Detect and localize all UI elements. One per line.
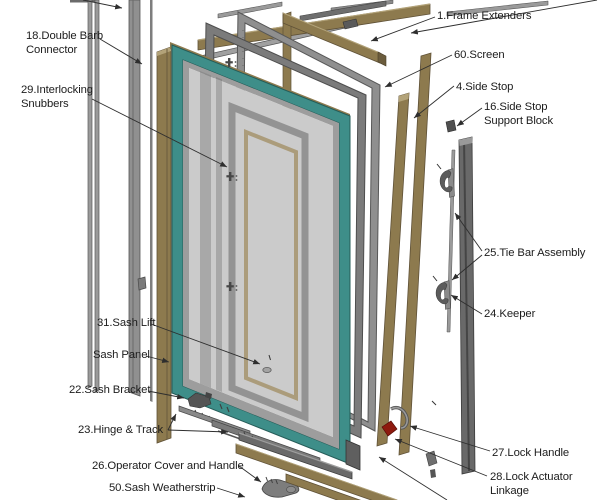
cropped-label-remnant: [70, 0, 96, 3]
leader-screen: [384, 54, 453, 88]
keeper-top: [439, 168, 455, 198]
double-barb-connector-block: [342, 18, 359, 30]
part-label-side-stop-support-block: 16.Side Stop Support Block: [484, 101, 554, 127]
sash-lift-part: [262, 366, 272, 373]
sash-weatherstrip-rail: [285, 473, 362, 500]
frame-extender-side-bar: [398, 52, 432, 456]
part-label-lock-handle: 27.Lock Handle: [492, 447, 570, 459]
leader-side-stop: [413, 85, 455, 119]
leader-cropped-top: [82, 0, 123, 10]
leader-lock-handle: [409, 425, 491, 452]
leader-sash-lift: [150, 323, 261, 365]
leader-keeper: [450, 294, 483, 315]
bottom-hardware: [178, 392, 409, 500]
leader-sash-panel: [145, 355, 170, 363]
part-label-keeper: 24.Keeper: [484, 308, 536, 320]
right-side-parts: [376, 52, 476, 478]
part-label-lock-actuator-linkage: 28.Lock Actuator Linkage: [490, 471, 573, 497]
double-barb-target-bar: [87, 0, 93, 389]
part-label-tie-bar-assembly: 25.Tie Bar Assembly: [484, 247, 586, 259]
part-label-side-stop: 4.Side Stop: [456, 81, 514, 93]
part-label-sash-panel: Sash Panel: [93, 349, 150, 361]
leader-tie-bar-2: [451, 254, 483, 281]
side-stop-bar: [376, 92, 410, 447]
leader-snubbers: [91, 98, 228, 168]
part-label-operator-cover: 26.Operator Cover and Handle: [92, 460, 244, 472]
part-label-double-barb-connector: 18.Double Barb Connector: [26, 30, 104, 56]
side-stop-support-block-part: [445, 119, 457, 133]
leader-support-block: [456, 107, 483, 127]
sash-panel-part: [170, 42, 361, 471]
leader-hinge-track-2: [167, 428, 229, 435]
leader-double-barb: [99, 38, 143, 65]
part-label-hinge-and-track: 23.Hinge & Track: [78, 424, 164, 436]
leader-lock-actuator: [394, 438, 488, 477]
part-label-sash-bracket: 22.Sash Bracket: [69, 384, 151, 396]
keeper-bottom: [435, 280, 451, 310]
sash-corner-cap: [345, 439, 361, 471]
leader-operator: [238, 465, 262, 483]
leader-lines: [82, 0, 598, 500]
leader-sash-bracket: [147, 390, 185, 400]
leader-frame-extenders-2: [410, 0, 598, 35]
part-label-interlocking-snubbers: 29.Interlocking Snubbers: [21, 84, 93, 110]
lock-handle-part: [381, 420, 398, 437]
part-label-screen: 60.Screen: [454, 49, 505, 61]
leader-frame-extenders: [370, 16, 436, 42]
left-jamb-bars: [87, 0, 172, 444]
leader-cropped-bottom: [378, 456, 448, 500]
leader-weatherstrip: [216, 487, 246, 498]
part-label-frame-extenders: 1.Frame Extenders: [437, 10, 532, 22]
part-label-sash-lift: 31.Sash Lift: [97, 317, 156, 329]
leader-hinge-track-1: [167, 413, 177, 431]
part-label-sash-weatherstrip: 50.Sash Weatherstrip: [109, 482, 216, 494]
leader-tie-bar-1: [454, 212, 483, 252]
